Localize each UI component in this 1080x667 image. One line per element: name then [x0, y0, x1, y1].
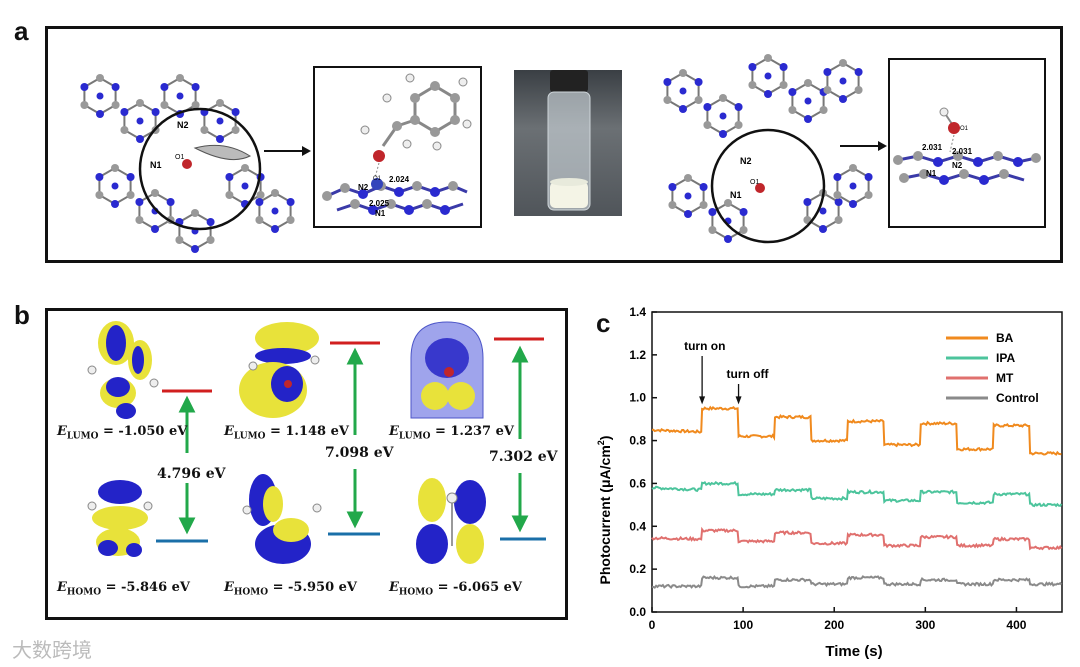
zoom-left-n1: N1: [375, 209, 386, 218]
annotation-turn-on: turn on: [684, 339, 725, 353]
series-line-ba: [651, 405, 1062, 456]
homo-energy-2: EHOMO = -5.950 eV: [224, 580, 358, 598]
vial-photo: [514, 70, 622, 216]
legend-label-ba: BA: [996, 331, 1014, 345]
zoom-left-bond1: 2.024: [389, 175, 410, 184]
y-axis-label: Photocurrent (μA/cm2): [596, 436, 613, 585]
x-tick-label: 300: [915, 618, 935, 632]
right-n1-label: N1: [730, 190, 742, 200]
x-tick-label: 100: [733, 618, 753, 632]
panel-b-frame: [45, 308, 568, 620]
oxygen-atom: [182, 159, 192, 169]
watermark: 大数跨境: [12, 638, 92, 662]
series-line-mt: [651, 526, 1063, 551]
panel-c-letter: c: [596, 308, 611, 338]
homo-energy-3: EHOMO = -6.065 eV: [389, 580, 523, 598]
y-tick-label: 0.6: [629, 476, 646, 490]
legend-label-control: Control: [996, 391, 1039, 405]
zoom-left-o1: O1: [373, 176, 382, 182]
y-tick-label: 1.2: [629, 348, 646, 362]
series-line-control: [651, 575, 1063, 589]
y-tick-label: 0.4: [629, 519, 646, 533]
y-tick-label: 0.8: [629, 434, 646, 448]
y-tick-label: 1.4: [629, 305, 646, 319]
panel-a-right-lattice: O1 N2 N1: [663, 54, 873, 244]
lumo-energy-1: ELUMO = -1.050 eV: [57, 424, 188, 442]
orbital-homo-1: [87, 480, 153, 557]
legend-label-ipa: IPA: [996, 351, 1015, 365]
x-tick-label: 200: [824, 618, 844, 632]
panel-b-letter: b: [14, 300, 30, 330]
arrow-a2: [840, 141, 887, 151]
panel-a-zoom-right: 2.031 2.031 N2 N1 O1: [888, 58, 1046, 228]
gap-label-1: 4.796 eV: [157, 466, 226, 482]
zoom-right-bond2: 2.031: [952, 147, 973, 156]
y-tick-label: 1.0: [629, 391, 646, 405]
orbital-lumo-2: [239, 322, 320, 418]
arrow-a1: [264, 146, 311, 156]
panel-a-zoom-left: N2 N1 2.024 2.025 O1: [313, 66, 482, 228]
lumo-energy-2: ELUMO = 1.148 eV: [224, 424, 349, 442]
orbital-homo-3: [416, 478, 486, 564]
zoom-right-bond1: 2.031: [922, 143, 943, 152]
left-n2-label: N2: [177, 120, 189, 130]
orbital-lumo-1: [87, 321, 159, 419]
plot-frame: [651, 311, 1063, 613]
zoom-left-n2: N2: [358, 183, 369, 192]
orbital-lumo-3: [410, 321, 484, 419]
gap-label-2: 7.098 eV: [325, 445, 394, 461]
gap-label-3: 7.302 eV: [489, 449, 558, 465]
zoom-left-bond2: 2.025: [369, 199, 390, 208]
y-tick-label: 0.0: [629, 605, 646, 619]
panel-a-left-lattice: N1 N2 O1: [80, 74, 295, 253]
legend-label-mt: MT: [996, 371, 1014, 385]
series-line-ipa: [651, 480, 1063, 508]
lumo-energy-3: ELUMO = 1.237 eV: [389, 424, 514, 442]
orbital-homo-2: [242, 474, 322, 564]
panel-a-frame: [45, 26, 1063, 263]
x-axis-label: Time (s): [825, 643, 882, 660]
panel-a-letter: a: [14, 16, 29, 46]
x-tick-label: 0: [649, 618, 656, 632]
y-tick-label: 0.2: [629, 562, 646, 576]
zoom-right-o1: O1: [960, 126, 969, 132]
right-o1-label: O1: [750, 179, 759, 186]
zoom-right-n2: N2: [952, 161, 963, 170]
left-n1-label: N1: [150, 160, 162, 170]
energy-diagram-b: [156, 337, 546, 543]
x-tick-label: 400: [1006, 618, 1026, 632]
zoom-right-n1: N1: [926, 169, 937, 178]
left-o1-label: O1: [175, 154, 184, 161]
homo-energy-1: EHOMO = -5.846 eV: [57, 580, 191, 598]
photocurrent-chart: 0.0 0.2 0.4 0.6 0.8 1.0 1.2 1.4 0 100 200 300 400 tu…: [596, 305, 1063, 660]
annotation-turn-off: turn off: [727, 367, 770, 381]
right-n2-label: N2: [740, 156, 752, 166]
